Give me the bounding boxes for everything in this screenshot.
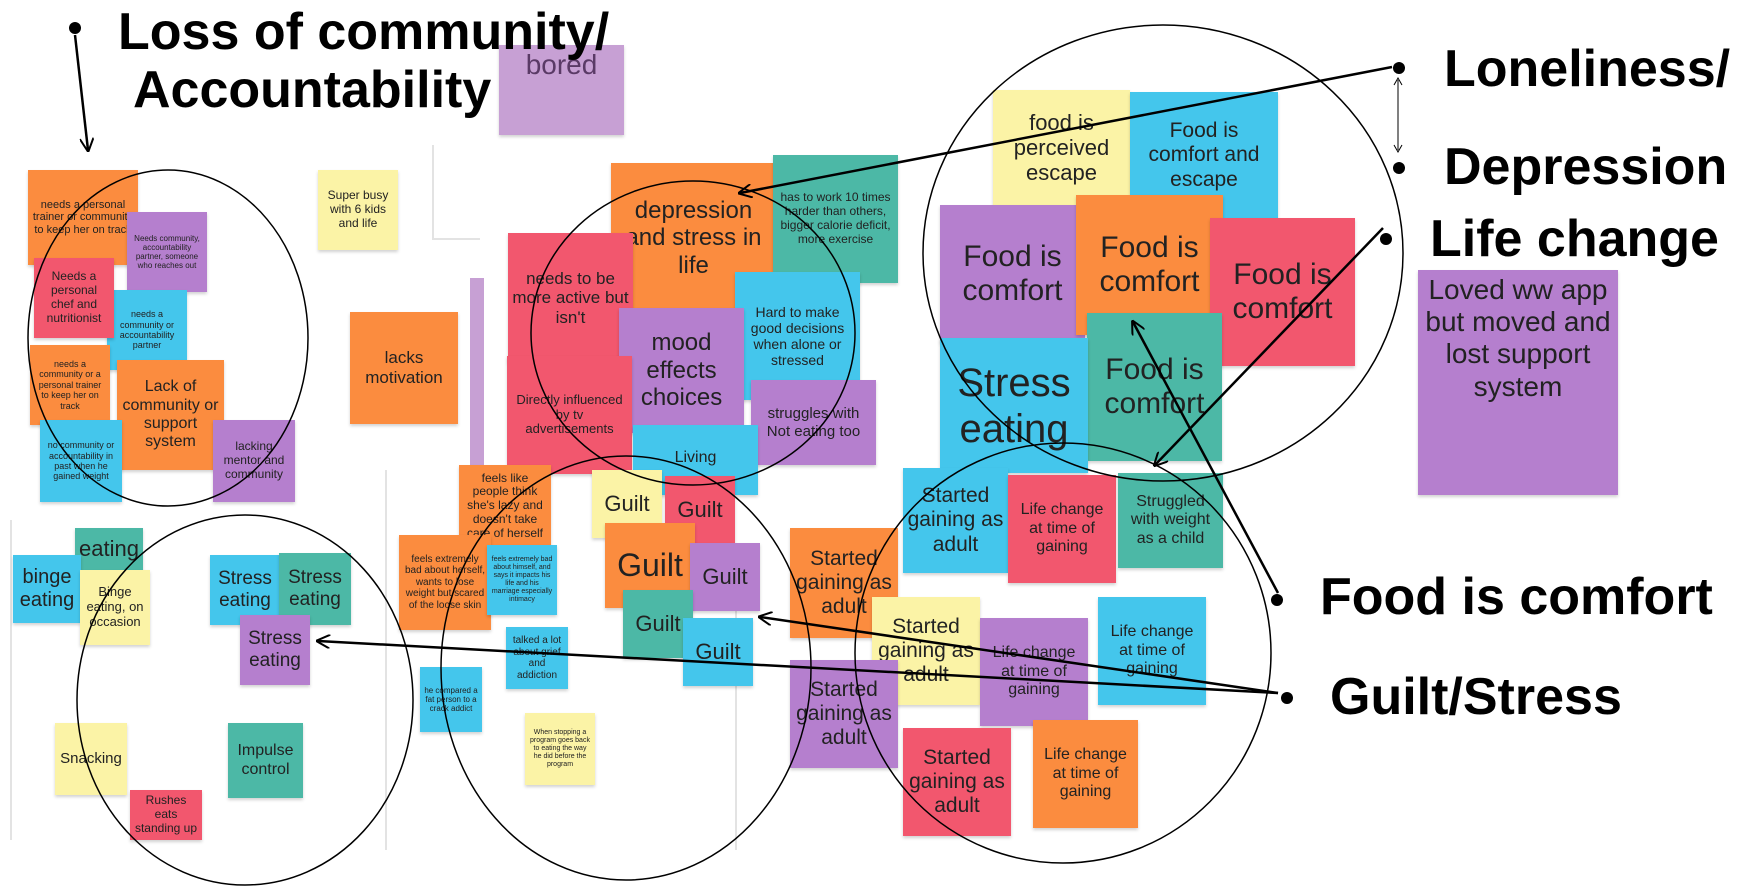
sticky-note[interactable]: Struggled with weight as a child <box>1118 473 1223 568</box>
sticky-note[interactable]: When stopping a program goes back to eat… <box>525 713 595 785</box>
board-divider <box>432 145 434 240</box>
bullet <box>1271 594 1283 606</box>
heading-food-comfort: Food is comfort <box>1320 568 1713 626</box>
heading-loneliness: Loneliness/ <box>1444 40 1731 98</box>
sticky-note[interactable]: mood effects choices <box>619 308 744 433</box>
sticky-note[interactable]: needs a community or a personal trainer … <box>30 345 110 425</box>
sticky-note[interactable]: needs to be more active but isn't <box>508 233 633 363</box>
sticky-note[interactable]: Snacking <box>55 723 127 795</box>
heading-depression: Depression <box>1444 138 1728 196</box>
sticky-note[interactable]: lacking mentor and community <box>213 420 295 502</box>
bullet <box>1281 692 1293 704</box>
sticky-note[interactable]: Impulse control <box>228 723 303 798</box>
bullet <box>69 22 81 34</box>
sticky-note[interactable]: Life change at time of gaining <box>980 618 1088 726</box>
sticky-note[interactable]: Guilt <box>683 618 753 686</box>
sticky-note[interactable]: struggles with Not eating too <box>751 380 876 465</box>
sticky-note[interactable]: Lack of community or support system <box>117 360 224 470</box>
sticky-note[interactable]: Stress eating <box>940 338 1088 473</box>
board-divider <box>432 238 480 240</box>
heading-community-line1: Loss of community/ <box>118 3 610 61</box>
sticky-note[interactable]: needs a personal trainer or community to… <box>28 170 138 265</box>
sticky-note[interactable]: feels extremely bad about himself, and s… <box>487 545 557 615</box>
sticky-note[interactable]: Life change at time of gaining <box>1098 597 1206 705</box>
sticky-note[interactable]: Needs a personal chef and nutritionist <box>34 258 114 338</box>
sticky-note[interactable]: he compared a fat person to a crack addi… <box>420 667 482 732</box>
purple-strip <box>470 278 484 468</box>
sticky-note[interactable]: binge eating <box>13 555 81 623</box>
bullet <box>1380 233 1392 245</box>
sticky-note[interactable]: eating <box>75 528 143 570</box>
sticky-note[interactable]: Stress eating <box>240 615 310 685</box>
sticky-note[interactable]: Started gaining as adult <box>903 468 1008 573</box>
sticky-note[interactable]: bored <box>499 45 624 135</box>
sticky-note[interactable]: Started gaining as adult <box>903 728 1011 836</box>
sticky-note[interactable]: needs a community or accountability part… <box>107 290 187 370</box>
sticky-note[interactable]: no community or accountability in past w… <box>40 420 122 502</box>
sticky-note[interactable]: feels extremely bad about herself, wants… <box>399 535 491 630</box>
sticky-note[interactable]: lacks motivation <box>350 312 458 424</box>
sticky-note[interactable]: Started gaining as adult <box>790 660 898 768</box>
arrow-community <box>73 34 88 150</box>
sticky-note[interactable]: food is perceived escape <box>993 90 1130 205</box>
bullet <box>1393 62 1405 74</box>
board-divider <box>385 470 387 850</box>
heading-life-change: Life change <box>1430 210 1719 268</box>
bullet <box>1393 162 1405 174</box>
sticky-note[interactable]: Needs community, accountability partner,… <box>127 212 207 292</box>
sticky-note[interactable]: Food is comfort <box>940 205 1085 343</box>
sticky-note[interactable]: Rushes eats standing up <box>130 790 202 840</box>
sticky-note[interactable]: has to work 10 times harder than others,… <box>773 155 898 283</box>
sticky-note[interactable]: Life change at time of gaining <box>1033 720 1138 828</box>
sticky-note[interactable]: Super busy with 6 kids and life <box>318 170 398 250</box>
sticky-note-loved-ww[interactable]: Loved ww app but moved and lost support … <box>1418 270 1618 495</box>
sticky-note[interactable]: Food is comfort <box>1210 218 1355 366</box>
sticky-note[interactable]: Food is comfort <box>1087 313 1222 461</box>
sticky-note[interactable]: Life change at time of gaining <box>1008 475 1116 583</box>
sticky-note[interactable]: Guilt <box>690 543 760 611</box>
heading-guilt-stress: Guilt/Stress <box>1330 668 1622 726</box>
sticky-note[interactable]: Binge eating, on occasion <box>80 570 150 645</box>
board-divider <box>10 520 12 840</box>
sticky-note[interactable]: Directly influenced by tv advertisements <box>507 356 632 474</box>
heading-community-line2: Accountability <box>133 61 492 119</box>
sticky-note[interactable]: talked a lot about grief and addiction <box>506 627 568 689</box>
